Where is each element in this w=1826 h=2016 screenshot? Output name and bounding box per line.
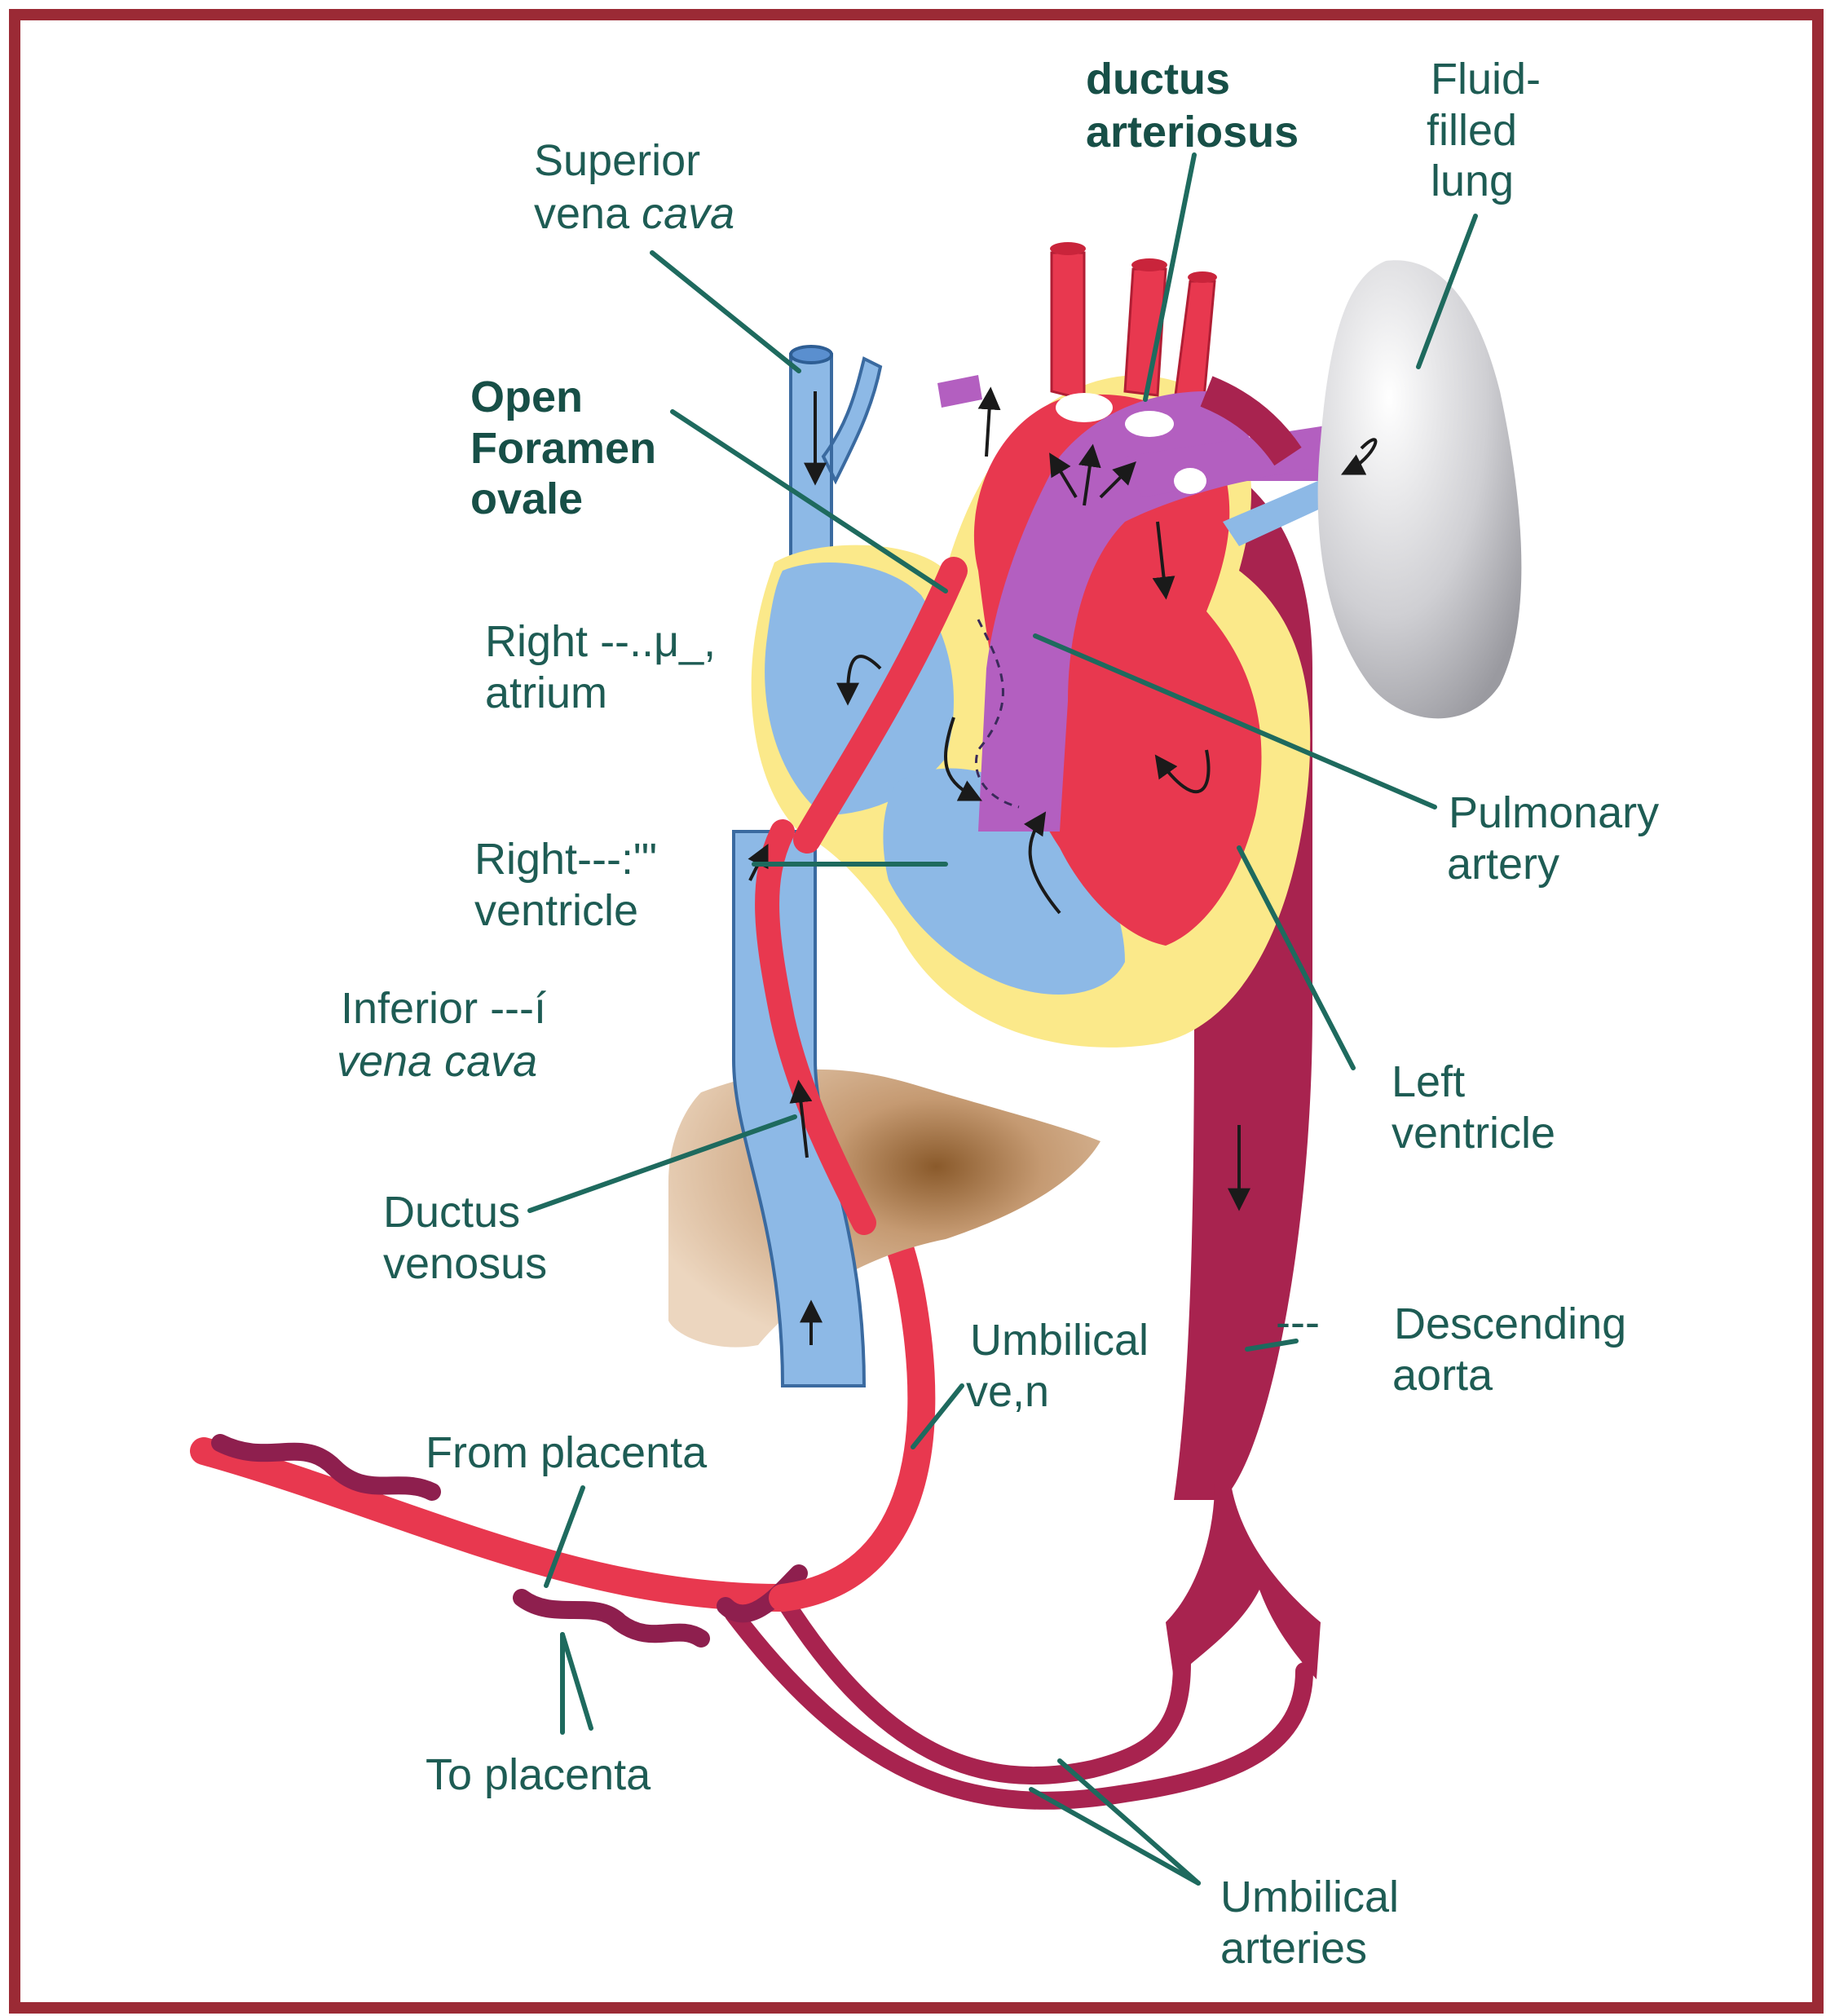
label-fluid-filled-lung-3: lung [1431,157,1514,205]
fluid-filled-lung-shape [1318,260,1522,718]
label-umbilical-vein-1: Umbilical [970,1316,1149,1365]
superior-vena-cava-opening [791,346,831,363]
left-pulmonary-vessel-stub [937,375,982,408]
frame-border [15,15,1818,2008]
label-umbilical-arteries-1: Umbilical [1220,1873,1399,1921]
label-right-ventricle-1: Right---:"' [474,835,658,884]
liver [668,1070,1100,1348]
label-pulmonary-artery-2: artery [1447,840,1559,889]
label-open-foramen-ovale-3: ovale [470,474,583,523]
label-descending-aorta-dash: --- [1276,1298,1320,1347]
label-umbilical-arteries-2: arteries [1220,1924,1367,1973]
label-ductus-venosus-2: venosus [383,1239,547,1288]
label-superior-vena-cava-2: vena cava [534,189,734,238]
label-fluid-filled-lung-2: filled [1427,106,1517,155]
label-superior-vena-cava-1: Superior [534,136,700,185]
label-right-atrium-1: Right --..μ_, [485,617,716,666]
label-to-placenta: To placenta [426,1750,651,1799]
label-ductus-arteriosus-1: ductus [1086,55,1230,104]
label-open-foramen-ovale-2: Foramen [470,424,656,473]
label-umbilical-vein-2: ve,n [966,1367,1049,1416]
label-superior-vena-cava-2b: cava [642,189,734,238]
label-fluid-filled-lung-1: Fluid- [1431,55,1541,104]
label-ductus-venosus-1: Ductus [383,1188,520,1237]
label-open-foramen-ovale-1: Open [470,373,583,421]
label-inferior-vena-cava-1: Inferior ---í [341,984,546,1033]
label-right-atrium-2: atrium [485,668,607,717]
label-descending-aorta-2: aorta [1392,1351,1493,1400]
label-descending-aorta-1: Descending [1394,1299,1626,1348]
label-from-placenta: From placenta [426,1428,708,1477]
label-pulmonary-artery-1: Pulmonary [1449,788,1659,837]
label-ductus-arteriosus-2: arteriosus [1086,108,1299,157]
label-left-ventricle-1: Left [1392,1057,1465,1106]
label-inferior-vena-cava-2: vena cava [337,1037,537,1086]
label-superior-vena-cava-2a: vena [534,189,630,238]
label-right-ventricle-2: ventricle [474,886,638,935]
label-left-ventricle-2: ventricle [1392,1109,1555,1158]
label-space [629,189,642,238]
